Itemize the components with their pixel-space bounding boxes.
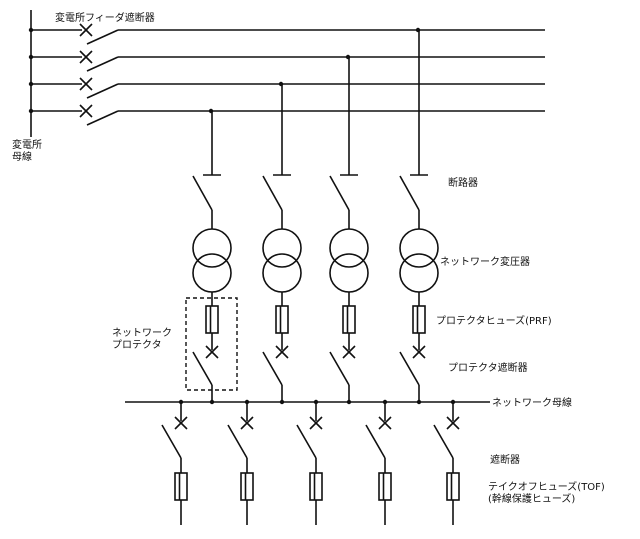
- diagram-shapes: [28, 10, 545, 525]
- feeder-breaker-switch: [86, 110, 119, 126]
- disconnector-blade: [262, 175, 283, 211]
- label-network-protector-2: プロテクタ: [112, 339, 162, 351]
- takeoff-fuse: [378, 472, 392, 501]
- transformer-primary-winding: [329, 228, 369, 268]
- transformer-secondary-winding: [399, 253, 439, 293]
- label-takeoff-fuse-1: テイクオフヒューズ(TOF): [488, 480, 605, 493]
- protector-breaker-blade: [262, 351, 283, 386]
- feeder-breaker-cross: [79, 23, 93, 37]
- transformer-secondary-winding: [329, 253, 369, 293]
- label-network-transformer: ネットワーク変圧器: [440, 255, 530, 268]
- disconnector-blade: [329, 175, 350, 211]
- label-network-protector-1: ネットワーク: [112, 327, 172, 339]
- feeder-breaker-switch: [86, 83, 119, 99]
- takeoff-fuse: [309, 472, 323, 501]
- breaker-cross: [240, 416, 254, 430]
- breaker-cross: [309, 416, 323, 430]
- breaker-cross: [446, 416, 460, 430]
- takeoff-fuse: [240, 472, 254, 501]
- breaker-blade: [161, 424, 182, 459]
- takeoff-fuse: [446, 472, 460, 501]
- feeder-breaker-switch: [86, 56, 119, 72]
- breaker-blade: [227, 424, 248, 459]
- protector-breaker-blade: [192, 351, 213, 386]
- label-protector-breaker: プロテクタ遮断器: [448, 361, 528, 374]
- label-protector-fuse: プロテクタヒューズ(PRF): [436, 314, 552, 327]
- protector-fuse: [342, 305, 356, 334]
- feeder-breaker-switch: [86, 29, 119, 45]
- protector-breaker-cross: [342, 345, 356, 359]
- network-protector-box: [185, 297, 238, 391]
- protector-fuse: [275, 305, 289, 334]
- feeder-breaker-cross: [79, 104, 93, 118]
- transformer-secondary-winding: [262, 253, 302, 293]
- label-substation-bus-2: 母線: [12, 150, 32, 163]
- protector-breaker-blade: [399, 351, 420, 386]
- disconnector-blade: [192, 175, 213, 211]
- breaker-blade: [296, 424, 317, 459]
- label-feeder-breaker: 変電所フィーダ遮断器: [55, 11, 155, 24]
- transformer-primary-winding: [192, 228, 232, 268]
- breaker-cross: [378, 416, 392, 430]
- breaker-blade: [433, 424, 454, 459]
- transformer-secondary-winding: [192, 253, 232, 293]
- feeder-breaker-cross: [79, 50, 93, 64]
- transformer-primary-winding: [262, 228, 302, 268]
- protector-breaker-cross: [412, 345, 426, 359]
- feeder-breaker-cross: [79, 77, 93, 91]
- protector-breaker-cross: [275, 345, 289, 359]
- protector-breaker-cross: [205, 345, 219, 359]
- label-network-bus: ネットワーク母線: [492, 396, 572, 409]
- label-takeoff-fuse-2: (幹線保護ヒューズ): [488, 492, 575, 505]
- label-breaker: 遮断器: [490, 453, 520, 466]
- label-substation-bus-1: 変電所: [12, 138, 42, 151]
- breaker-cross: [174, 416, 188, 430]
- protector-breaker-blade: [329, 351, 350, 386]
- takeoff-fuse: [174, 472, 188, 501]
- protector-fuse: [412, 305, 426, 334]
- transformer-primary-winding: [399, 228, 439, 268]
- disconnector-blade: [399, 175, 420, 211]
- label-disconnector: 断路器: [448, 176, 478, 189]
- protector-fuse: [205, 305, 219, 334]
- breaker-blade: [365, 424, 386, 459]
